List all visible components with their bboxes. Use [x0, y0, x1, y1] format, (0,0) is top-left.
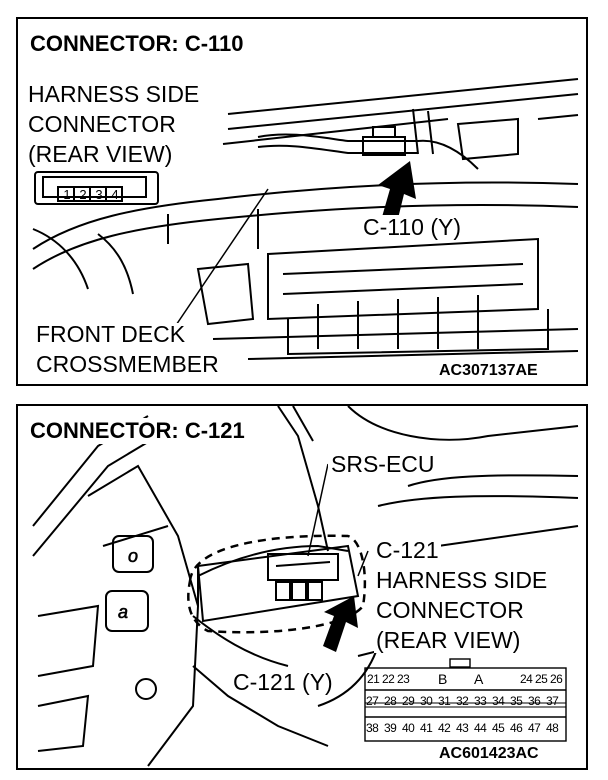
c121-title: CONNECTOR: C-121 — [26, 418, 249, 444]
c121-pin: 33 — [474, 694, 487, 708]
c121-pin: 46 — [510, 721, 523, 735]
c121-pin: 32 — [456, 694, 469, 708]
c121-pin: 48 — [546, 721, 559, 735]
c121-pin: 43 — [456, 721, 469, 735]
c121-pin: 29 — [402, 694, 415, 708]
c121-pin: 38 — [366, 721, 379, 735]
connector-c110-panel: CONNECTOR: C-110 HARNESS SIDE CONNECTOR … — [16, 17, 588, 386]
c121-pin: 45 — [492, 721, 505, 735]
c110-harness-line2: CONNECTOR — [28, 111, 176, 137]
c121-pin: 39 — [384, 721, 397, 735]
c121-pin: 37 — [546, 694, 559, 708]
c121-pin: 30 — [420, 694, 433, 708]
c110-pin: 4 — [111, 187, 119, 202]
svg-text:o: o — [128, 546, 138, 566]
c121-pin: 41 — [420, 721, 433, 735]
c121-pin: 27 — [366, 694, 379, 708]
c110-location-illustration — [32, 78, 579, 360]
c121-harness-line1: HARNESS SIDE — [374, 567, 550, 593]
c121-pin: 26 — [550, 672, 563, 686]
c121-ecu-label: SRS-ECU — [328, 452, 438, 477]
c110-title: CONNECTOR: C-110 — [26, 31, 248, 57]
c121-pin: 36 — [528, 694, 541, 708]
c121-pin: A — [474, 671, 483, 687]
c121-pin: 35 — [510, 694, 523, 708]
c121-pin: 42 — [438, 721, 451, 735]
c110-harness-line1: HARNESS SIDE — [28, 81, 200, 107]
c121-harness-line2: CONNECTOR — [374, 597, 526, 623]
c121-pin: 25 — [535, 672, 548, 686]
c110-location-line1: FRONT DECK — [36, 321, 186, 347]
c121-harness-line3: (REAR VIEW) — [374, 627, 523, 653]
c121-pin-row-3: 38 39 40 41 42 43 44 45 46 47 48 — [366, 721, 565, 737]
svg-text:a: a — [118, 602, 128, 622]
c110-pin: 3 — [95, 187, 103, 202]
c121-pin: 24 — [520, 672, 533, 686]
c121-pin: 34 — [492, 694, 505, 708]
c121-pin: 22 — [382, 672, 395, 686]
c110-pin-numbers: 1 2 3 4 — [59, 187, 123, 202]
c121-connector-label: C-121 (Y) — [230, 670, 336, 695]
c121-connector-name: C-121 — [374, 537, 441, 563]
c110-connector-label: C-110 (Y) — [360, 215, 464, 240]
c121-pin-row-2: 27 28 29 30 31 32 33 34 35 36 37 — [366, 694, 565, 710]
c121-pin: 21 — [367, 672, 380, 686]
c121-location-illustration: o a — [32, 406, 579, 767]
c121-pin: 31 — [438, 694, 451, 708]
c110-figure-code: AC307137AE — [436, 362, 541, 380]
c121-pin: 28 — [384, 694, 397, 708]
c121-pin-row-1: 21 22 23 B A 24 25 26 — [366, 671, 565, 688]
c121-pin: 23 — [397, 672, 410, 686]
connector-c121-panel: o a — [16, 404, 588, 770]
c110-harness-line3: (REAR VIEW) — [28, 141, 173, 167]
c121-figure-code: AC601423AC — [436, 745, 542, 763]
c110-pin: 1 — [63, 187, 71, 202]
c121-pin: 40 — [402, 721, 415, 735]
c110-location-line2: CROSSMEMBER — [36, 351, 219, 377]
c121-pin: B — [438, 671, 447, 687]
c121-pointer-arrow-icon — [323, 596, 358, 652]
c110-pin: 2 — [79, 187, 87, 202]
c121-pin: 47 — [528, 721, 541, 735]
c121-pin: 44 — [474, 721, 487, 735]
c121-pin-grid-frame — [364, 658, 567, 742]
